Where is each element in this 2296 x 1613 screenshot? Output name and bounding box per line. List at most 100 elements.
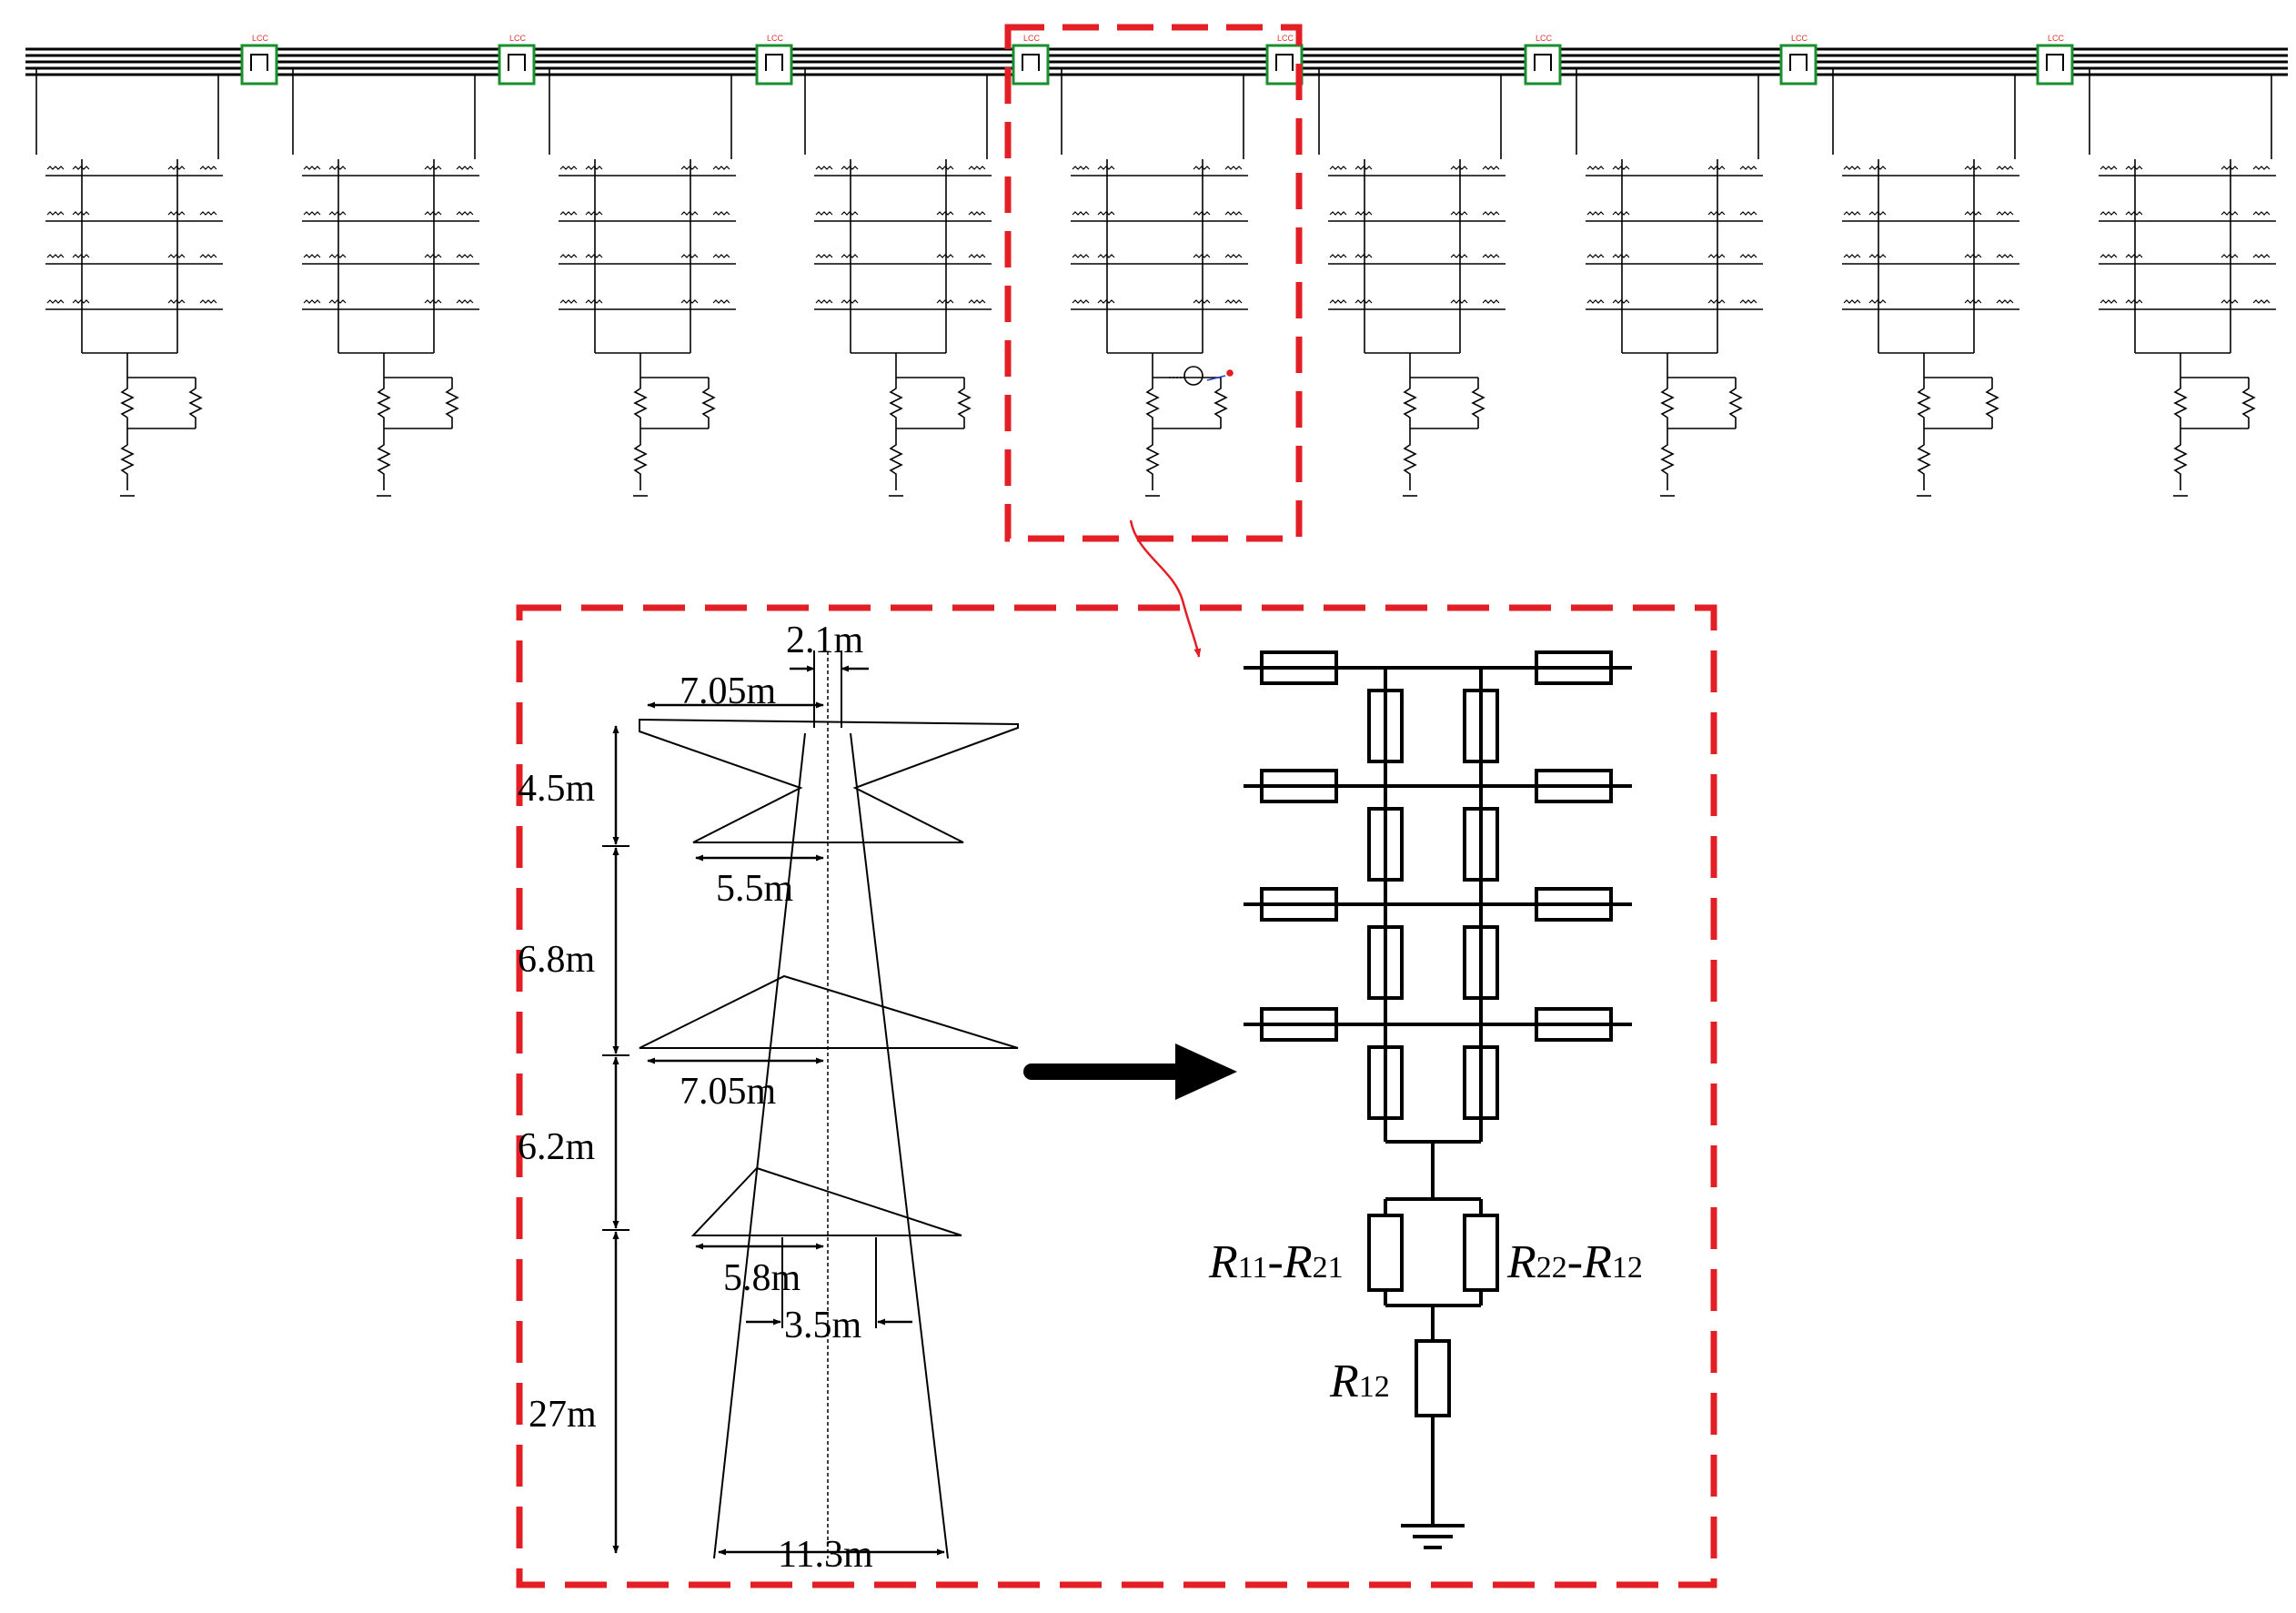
element-glyph (1868, 254, 1887, 258)
dim-height-2: 6.8m (518, 939, 596, 981)
element-glyph (424, 254, 442, 258)
dim-top-gap: 2.1m (786, 620, 864, 661)
element-glyph (936, 254, 954, 258)
lcc-block: LCC (755, 34, 793, 86)
element-glyph (559, 211, 578, 216)
element-glyph (2252, 299, 2271, 304)
element-glyph (1707, 166, 1726, 170)
element-glyph (968, 166, 986, 170)
element-glyph (46, 211, 65, 216)
resistor-r22-r12 (1463, 1214, 1499, 1292)
element-glyph (1964, 166, 1982, 170)
element-glyph (167, 211, 186, 216)
lcc-block: LCC (2036, 34, 2074, 86)
element-glyph (328, 299, 347, 304)
element-glyph (559, 166, 578, 170)
element-glyph (456, 299, 474, 304)
lcc-block-box (240, 44, 278, 86)
element-glyph (2125, 299, 2143, 304)
resistor-glyph (120, 378, 135, 428)
element-glyph (1868, 299, 1887, 304)
lcc-block-label: LCC (2048, 34, 2065, 43)
element-glyph (815, 254, 833, 258)
source-lead (1206, 375, 1226, 381)
element-glyph (1329, 211, 1347, 216)
element-glyph (2100, 254, 2118, 258)
lcc-block-symbol (1534, 54, 1552, 71)
element-glyph (1868, 166, 1887, 170)
element-glyph (815, 211, 833, 216)
element-glyph (46, 299, 65, 304)
dim-base: 11.3m (778, 1534, 873, 1576)
element-glyph (1450, 254, 1468, 258)
element-glyph (303, 254, 321, 258)
element-glyph (328, 211, 347, 216)
element-glyph (303, 299, 321, 304)
element-glyph (328, 166, 347, 170)
element-glyph (585, 299, 603, 304)
element-glyph (1097, 211, 1115, 216)
tower-equivalent (292, 68, 479, 497)
element-glyph (1996, 211, 2014, 216)
tower-dimension-labels: 2.1m 7.05m 4.5m 5.5m 6.8m 7.05m 6.2m 5.8… (518, 620, 873, 1576)
element-glyph (46, 166, 65, 170)
element-glyph (1843, 299, 1861, 304)
resistor-glyph (1403, 428, 1417, 490)
resistor-r12 (1415, 1339, 1451, 1417)
tower-equivalent (2089, 68, 2276, 497)
resistor-glyph (1471, 378, 1485, 428)
element-glyph (1612, 299, 1630, 304)
resistor-glyph (1403, 378, 1417, 428)
element-glyph (1612, 211, 1630, 216)
element-glyph (456, 166, 474, 170)
dim-height-1: 4.5m (518, 768, 596, 810)
resistor-glyph (2173, 428, 2188, 490)
horizontal-resistor-right (1535, 887, 1613, 922)
dim-height-4: 27m (529, 1394, 597, 1436)
resistor-glyph (1660, 428, 1675, 490)
element-glyph (1224, 211, 1243, 216)
element-glyph (72, 211, 90, 216)
tower-right-leg (850, 732, 949, 1559)
resistor-glyph (1985, 378, 1999, 428)
lcc-block-symbol (1022, 54, 1040, 71)
resistor-glyph (1917, 428, 1931, 490)
element-glyph (815, 166, 833, 170)
tower-dimensions (602, 650, 945, 1556)
dim-waist: 3.5m (784, 1305, 862, 1346)
tower-equivalent (804, 68, 992, 497)
element-glyph (841, 299, 859, 304)
element-glyph (1739, 299, 1757, 304)
lcc-block: LCC (1524, 34, 1562, 86)
element-glyph (1329, 299, 1347, 304)
lcc-block: LCC (1012, 34, 1050, 86)
vertical-resistor-right (1463, 807, 1499, 882)
vertical-resistor-left (1367, 689, 1404, 763)
element-glyph (1586, 211, 1605, 216)
element-glyph (585, 211, 603, 216)
element-glyph (1450, 166, 1468, 170)
element-glyph (936, 166, 954, 170)
lcc-block: LCC (1779, 34, 1818, 86)
element-glyph (199, 211, 217, 216)
element-glyph (585, 254, 603, 258)
lcc-block: LCC (240, 34, 278, 86)
resistor-glyph (1660, 378, 1675, 428)
element-glyph (1224, 299, 1243, 304)
element-glyph (841, 254, 859, 258)
resistor-glyph (188, 378, 203, 428)
lcc-block-box (1779, 44, 1818, 86)
element-glyph (2220, 166, 2239, 170)
element-glyph (1586, 166, 1605, 170)
element-glyph (1329, 254, 1347, 258)
element-glyph (1964, 254, 1982, 258)
element-glyph (815, 299, 833, 304)
lcc-block-symbol (1789, 54, 1808, 71)
highlight-box (1004, 24, 1303, 542)
element-glyph (1586, 254, 1605, 258)
tower-equivalent (1576, 68, 1763, 497)
vertical-resistor-right (1463, 925, 1499, 1000)
